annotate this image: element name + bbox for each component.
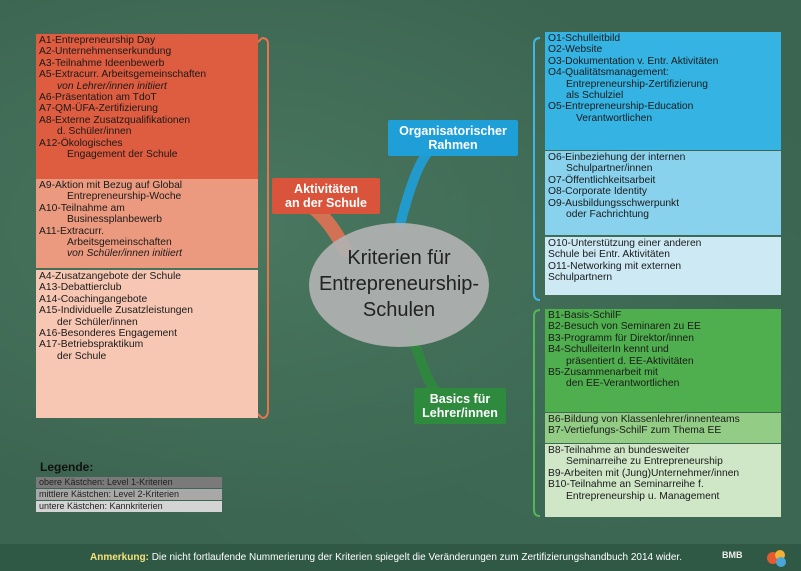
criterion-cont: präsentiert d. EE-Aktivitäten — [566, 355, 694, 367]
footer-note: Die nicht fortlaufende Nummerierung der … — [151, 552, 682, 563]
criterion: B1-Basis-SchilF — [548, 310, 622, 321]
criterion: A7-QM-ÜFA-Zertifizierung — [39, 103, 159, 115]
category-organisatorisch: Organisatorischer Rahmen — [388, 120, 518, 156]
criterion-cont: von Lehrer/innen initiiert — [57, 80, 167, 92]
criterion-cont: Arbeitsgemeinschaften — [67, 237, 172, 249]
legend-item-kann: untere Kästchen: Kannkriterien — [36, 501, 222, 512]
category-basics: Basics für Lehrer/innen — [414, 388, 506, 424]
category-line: Basics für — [429, 392, 491, 406]
criterion-cont: Entrepreneurship-Zertifizierung — [566, 78, 708, 90]
criterion-cont: Seminarreihe zu Entrepreneurship — [566, 456, 723, 468]
o-level2-box: O6-Einbeziehung der internen Schulpartne… — [545, 151, 781, 235]
a-kann-box: A4-Zusatzangebote der Schule A13-Debatti… — [36, 270, 258, 418]
criterion: A2-Unternehmenserkundung — [39, 46, 172, 58]
criterion: A6-Präsentation am TdoT — [39, 92, 157, 104]
criterion: A4-Zusatzangebote der Schule — [39, 271, 181, 282]
category-line: Rahmen — [428, 138, 478, 152]
criterion: O4-Qualitätsmanagement: — [548, 67, 669, 79]
criterion: B8-Teilnahme an bundesweiter — [548, 445, 690, 456]
criterion-cont: oder Fachrichtung — [566, 209, 649, 221]
legend-title: Legende: — [40, 460, 94, 474]
criterion: B9-Arbeiten mit (Jung)Unternehmer/innen — [548, 467, 740, 479]
criterion: A10-Teilnahme am — [39, 202, 125, 214]
b-level2-box: B6-Bildung von Klassenlehrer/innenteams … — [545, 413, 781, 443]
criterion: A9-Aktion mit Bezug auf Global — [39, 180, 183, 191]
criterion: O11-Networking mit externen — [548, 260, 682, 272]
criterion: O8-Corporate Identity — [548, 186, 648, 198]
criterion-cont: den EE-Verantwortlichen — [566, 378, 680, 390]
criterion: B6-Bildung von Klassenlehrer/innenteams — [548, 414, 740, 425]
criterion: O3-Dokumentation v. Entr. Aktivitäten — [548, 55, 719, 67]
criterion: O2-Website — [548, 44, 603, 56]
criterion: B4-SchulleiterIn kennt und — [548, 344, 669, 356]
criterion: O10-Unterstützung einer anderen — [548, 238, 702, 249]
center-ellipse — [309, 223, 489, 347]
criterion: O5-Entrepreneurship-Education — [548, 101, 694, 113]
criterion-cont: Schulpartner/innen — [566, 163, 653, 175]
criterion: A8-Externe Zusatzqualifikationen — [39, 114, 191, 126]
center-title-line: Entrepreneurship- — [318, 273, 480, 295]
bmb-logo: BMB — [722, 550, 743, 560]
a-level2-box: A9-Aktion mit Bezug auf Global Entrepren… — [36, 179, 258, 268]
category-line: Lehrer/innen — [422, 406, 498, 420]
category-line: Aktivitäten — [294, 182, 358, 196]
center-title-line: Kriterien für — [347, 247, 451, 269]
category-line: an der Schule — [285, 196, 367, 210]
footer-text: Anmerkung: Die nicht fortlaufende Nummer… — [90, 552, 682, 563]
criterion: A5-Extracurr. Arbeitsgemeinschaften — [39, 69, 207, 81]
criterion: B5-Zusammenarbeit mit — [548, 367, 658, 379]
criterion-cont: Entrepreneurship u. Management — [566, 490, 720, 502]
criterion: A11-Extracurr. — [39, 225, 105, 237]
criterion: B2-Besuch von Seminaren zu EE — [548, 321, 701, 333]
criterion: A13-Debattierclub — [39, 282, 122, 294]
criterion: A3-Teilnahme Ideenbewerb — [39, 57, 165, 69]
center-title-line: Schulen — [362, 299, 436, 321]
criterion-cont: Schule bei Entr. Aktivitäten — [548, 249, 670, 261]
center-title: Kriterien für Entrepreneurship- Schulen — [309, 245, 489, 323]
criterion: A17-Betriebspraktikum — [39, 339, 144, 351]
b-kann-box: B8-Teilnahme an bundesweiter Seminarreih… — [545, 444, 781, 517]
criterion: B3-Programm für Direktor/innen — [548, 332, 694, 344]
criterion: O1-Schulleitbild — [548, 33, 621, 44]
criterion: B7-Vertiefungs-SchilF zum Thema EE — [548, 425, 722, 437]
criterion-cont: Entrepreneurship-Woche — [67, 191, 182, 203]
b-level1-box: B1-Basis-SchilF B2-Besuch von Seminaren … — [545, 309, 781, 412]
criterion-cont: Businessplanbewerb — [67, 214, 163, 226]
criterion: A1-Entrepreneurship Day — [39, 35, 156, 46]
criterion: O6-Einbeziehung der internen — [548, 152, 686, 163]
criterion: A16-Besonderes Engagement — [39, 328, 177, 340]
criterion-cont: Engagement der Schule — [67, 149, 178, 161]
legend-item-level2: mittlere Kästchen: Level 2-Kriterien — [36, 489, 222, 500]
criterion-cont: d. Schüler/innen — [57, 126, 132, 138]
criterion-cont: Verantwortlichen — [576, 112, 653, 124]
criterion: A12-Ökologisches — [39, 137, 123, 149]
o-level1-box: O1-Schulleitbild O2-Website O3-Dokumenta… — [545, 32, 781, 150]
category-aktivitaeten: Aktivitäten an der Schule — [272, 178, 380, 214]
criterion-cont: der Schüler/innen — [57, 316, 138, 328]
criterion-cont: von Schüler/innen initiiert — [67, 248, 183, 260]
footer-bar: Anmerkung: Die nicht fortlaufende Nummer… — [0, 544, 801, 571]
legend-item-level1: obere Kästchen: Level 1-Kriterien — [36, 477, 222, 488]
logo-icon — [767, 550, 786, 567]
criterion: A14-Coachingangebote — [39, 293, 148, 305]
a-level1-box: A1-Entrepreneurship Day A2-Unternehmense… — [36, 34, 258, 179]
criterion: O7-Öffentlichkeitsarbeit — [548, 174, 656, 186]
footer-label: Anmerkung: — [90, 552, 149, 563]
category-line: Organisatorischer — [399, 124, 507, 138]
o-kann-box: O10-Unterstützung einer anderen Schule b… — [545, 237, 781, 295]
criterion: O9-Ausbildungsschwerpunkt — [548, 197, 680, 209]
criterion: B10-Teilnahme an Seminarreihe f. — [548, 479, 704, 491]
criterion-cont: als Schulziel — [566, 90, 624, 102]
criterion-cont: Schulpartnern — [548, 272, 613, 284]
criterion: A15-Individuelle Zusatzleistungen — [39, 305, 193, 317]
criterion-cont: der Schule — [57, 350, 107, 362]
